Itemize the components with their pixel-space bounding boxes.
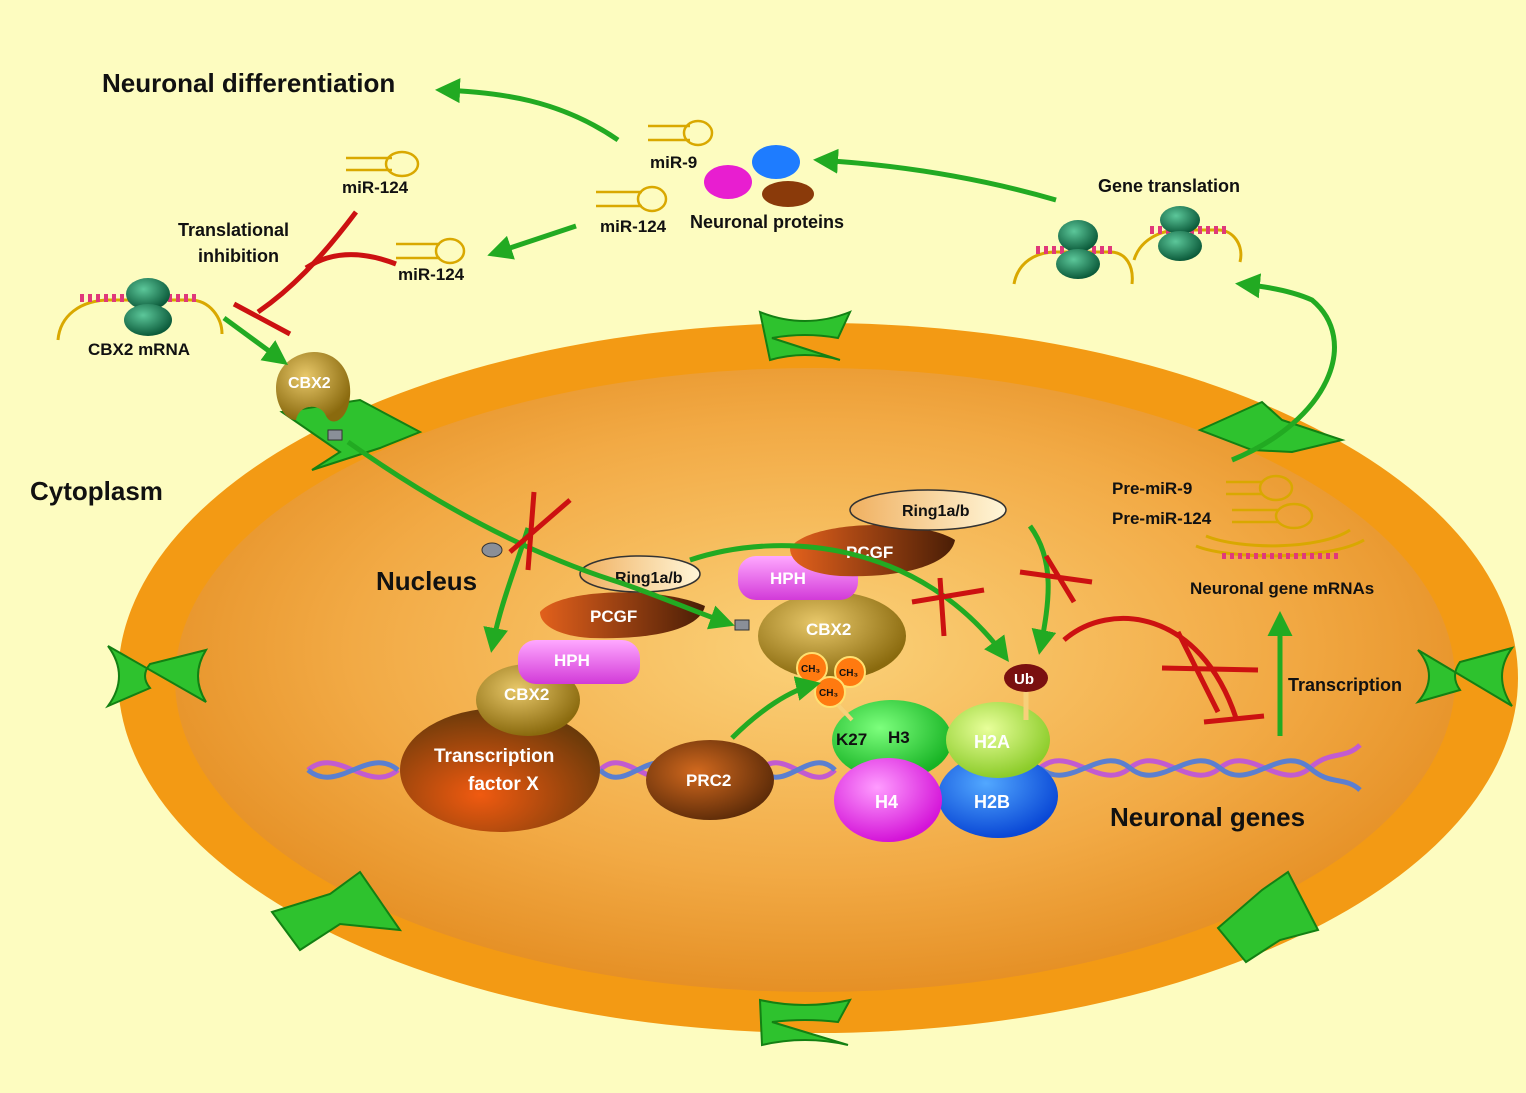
neuronal-gene-mrnas-label: Neuronal gene mRNAs — [1190, 579, 1374, 598]
arrow-ring-to-ub — [1027, 524, 1057, 655]
translational-inhibition-label-1: Translational — [178, 220, 289, 240]
h2a-label: H2A — [974, 732, 1010, 752]
arrow-cbx2-to-nucleus — [346, 439, 735, 630]
membrane-channel — [270, 870, 403, 952]
membrane-channel — [1216, 870, 1320, 964]
cbx2-center — [758, 592, 906, 680]
arrow-to-ub — [689, 543, 1009, 663]
inhibition-tbar — [1203, 713, 1265, 725]
cbx2-cytoplasm: CBX2 — [276, 352, 351, 422]
ub-label: Ub — [1014, 671, 1034, 688]
cbx2-mrna-ribosome — [56, 278, 224, 341]
ch3-mark: CH₃ — [819, 688, 838, 699]
mirna-hairpin-icon — [1232, 502, 1314, 530]
nls-marker — [481, 542, 503, 558]
mir124-mid-label: miR-124 — [600, 217, 667, 236]
mir9-label: miR-9 — [650, 153, 697, 172]
histone-h4 — [834, 758, 942, 842]
neuronal-gene-mrnas-icon — [1195, 528, 1365, 559]
cbx2-center-label: CBX2 — [806, 620, 851, 639]
k27-label: K27 — [836, 730, 867, 749]
hph-left — [518, 640, 640, 684]
pre-mir9-label: Pre-miR-9 — [1112, 479, 1192, 498]
arrow-to-gene-translation — [1231, 273, 1337, 463]
mir124-right-label: miR-124 — [398, 265, 465, 284]
arrow-gene-translation-to-proteins — [813, 148, 1057, 203]
ch3-mark: CH₃ — [801, 664, 820, 675]
cytoplasm-label: Cytoplasm — [30, 476, 163, 506]
neuronal-proteins-label: Neuronal proteins — [690, 212, 844, 232]
pcgf-center — [790, 525, 955, 577]
nls-marker — [327, 429, 343, 441]
mirna-hairpin-icon — [346, 150, 420, 178]
inhibition-tbar — [232, 301, 292, 337]
membrane-channel — [279, 398, 423, 471]
cross-mark — [911, 577, 985, 637]
mir124-top-label: miR-124 — [342, 178, 409, 197]
translational-inhibition-label-2: inhibition — [198, 246, 279, 266]
arrow-cbx2mrna-to-cbx2 — [222, 315, 289, 365]
tf-label-line2: factor X — [468, 774, 539, 795]
arrow-to-neuronal-differentiation — [435, 78, 620, 143]
membrane-channel — [758, 998, 852, 1047]
tf-label-line1: Transcription — [434, 746, 554, 767]
cbx2-mrna-label: CBX2 mRNA — [88, 340, 190, 359]
mirna-hairpin-icon — [1226, 474, 1294, 502]
prc2-complex — [646, 740, 774, 820]
membrane-channel — [1415, 646, 1515, 707]
cross-mark — [508, 491, 572, 571]
hph-left-label: HPH — [554, 651, 590, 670]
ring-center — [849, 489, 1007, 531]
h3-label: H3 — [888, 728, 910, 747]
translation-ribosome — [1132, 206, 1243, 263]
histone-h2a — [946, 702, 1050, 778]
methyl-marks: CH₃ CH₃ CH₃ — [796, 652, 866, 708]
histone-h2b — [938, 754, 1058, 838]
translation-ribosome — [1012, 220, 1134, 285]
neuronal-proteins-icon — [704, 145, 814, 207]
mirna-hairpin-icon — [596, 185, 668, 213]
h2b-label: H2B — [974, 792, 1010, 812]
hph-center-label: HPH — [770, 569, 806, 588]
membrane-channel — [105, 645, 209, 709]
neuronal-genes-label: Neuronal genes — [1110, 802, 1305, 832]
ring-left-label: Ring1a/b — [615, 570, 683, 587]
mirna-hairpin-icon — [396, 237, 466, 265]
h4-label: H4 — [875, 792, 898, 812]
prc2-label: PRC2 — [686, 771, 731, 790]
translational-inhibition-bar — [256, 210, 358, 315]
gene-translation-label: Gene translation — [1098, 176, 1240, 196]
histone-h3 — [832, 700, 952, 780]
pcgf-left — [540, 592, 705, 639]
pre-mir124-label: Pre-miR-124 — [1112, 509, 1212, 528]
transcription-label: Transcription — [1288, 675, 1402, 695]
ch3-mark: CH₃ — [839, 668, 858, 679]
transcription-factor-x — [400, 708, 600, 832]
ring-center-label: Ring1a/b — [902, 503, 970, 520]
translational-inhibition-bar — [304, 252, 397, 271]
arrow-to-mir124 — [487, 223, 577, 260]
cross-mark — [1019, 554, 1093, 604]
arrow-prc2-to-ch3 — [730, 676, 821, 740]
nls-marker — [734, 619, 750, 631]
mirna-hairpin-icon — [648, 119, 714, 147]
cross-mark — [1161, 630, 1259, 714]
ub-inhibition-curve — [1062, 615, 1239, 719]
nucleus-label: Nucleus — [376, 566, 477, 596]
pcgf-left-label: PCGF — [590, 607, 637, 626]
membrane-channel — [758, 310, 852, 362]
ubiquitin-tag — [1004, 664, 1048, 692]
neuronal-differentiation-label: Neuronal differentiation — [102, 68, 395, 98]
cbx2-left-label: CBX2 — [504, 685, 549, 704]
cbx2-cyto-label: CBX2 — [288, 375, 331, 392]
